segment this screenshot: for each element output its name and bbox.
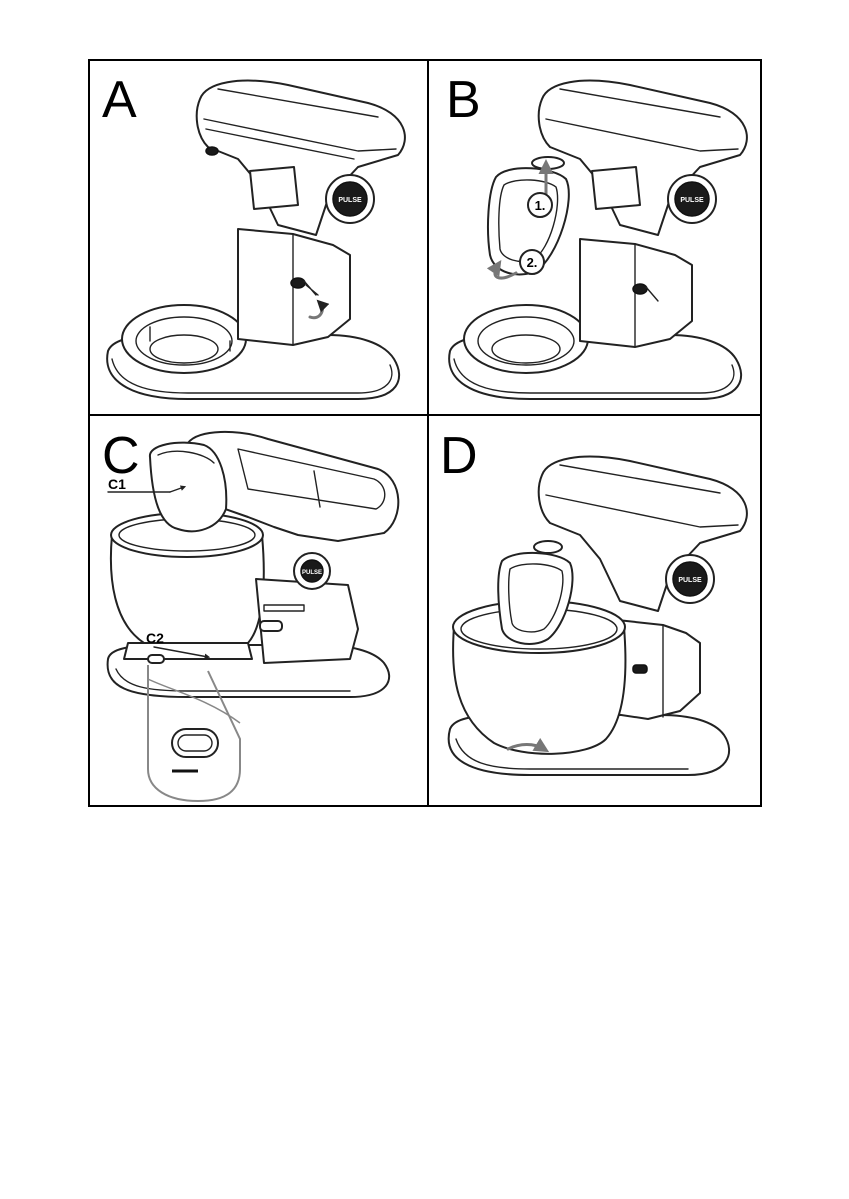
knob-label-d: PULSE xyxy=(678,577,702,584)
step-1-label: 1. xyxy=(535,198,546,213)
panel-d: D PULSE xyxy=(440,427,747,775)
panel-c: C PULSE C1 C2 xyxy=(102,427,398,801)
panel-b: B PULSE 1. 2. xyxy=(446,71,747,399)
panel-label-a: A xyxy=(102,71,137,129)
knob-label-c: PULSE xyxy=(302,570,322,576)
callout-c2: C2 xyxy=(146,630,164,646)
step-2-label: 2. xyxy=(527,255,538,270)
panel-a: A PULSE xyxy=(102,71,405,399)
panel-label-d: D xyxy=(440,427,478,485)
panel-label-b: B xyxy=(446,71,481,129)
knob-label-a: PULSE xyxy=(338,197,362,204)
callout-c1: C1 xyxy=(108,476,126,492)
knob-label-b: PULSE xyxy=(680,197,704,204)
assembly-figure: A PULSE B xyxy=(88,59,762,807)
